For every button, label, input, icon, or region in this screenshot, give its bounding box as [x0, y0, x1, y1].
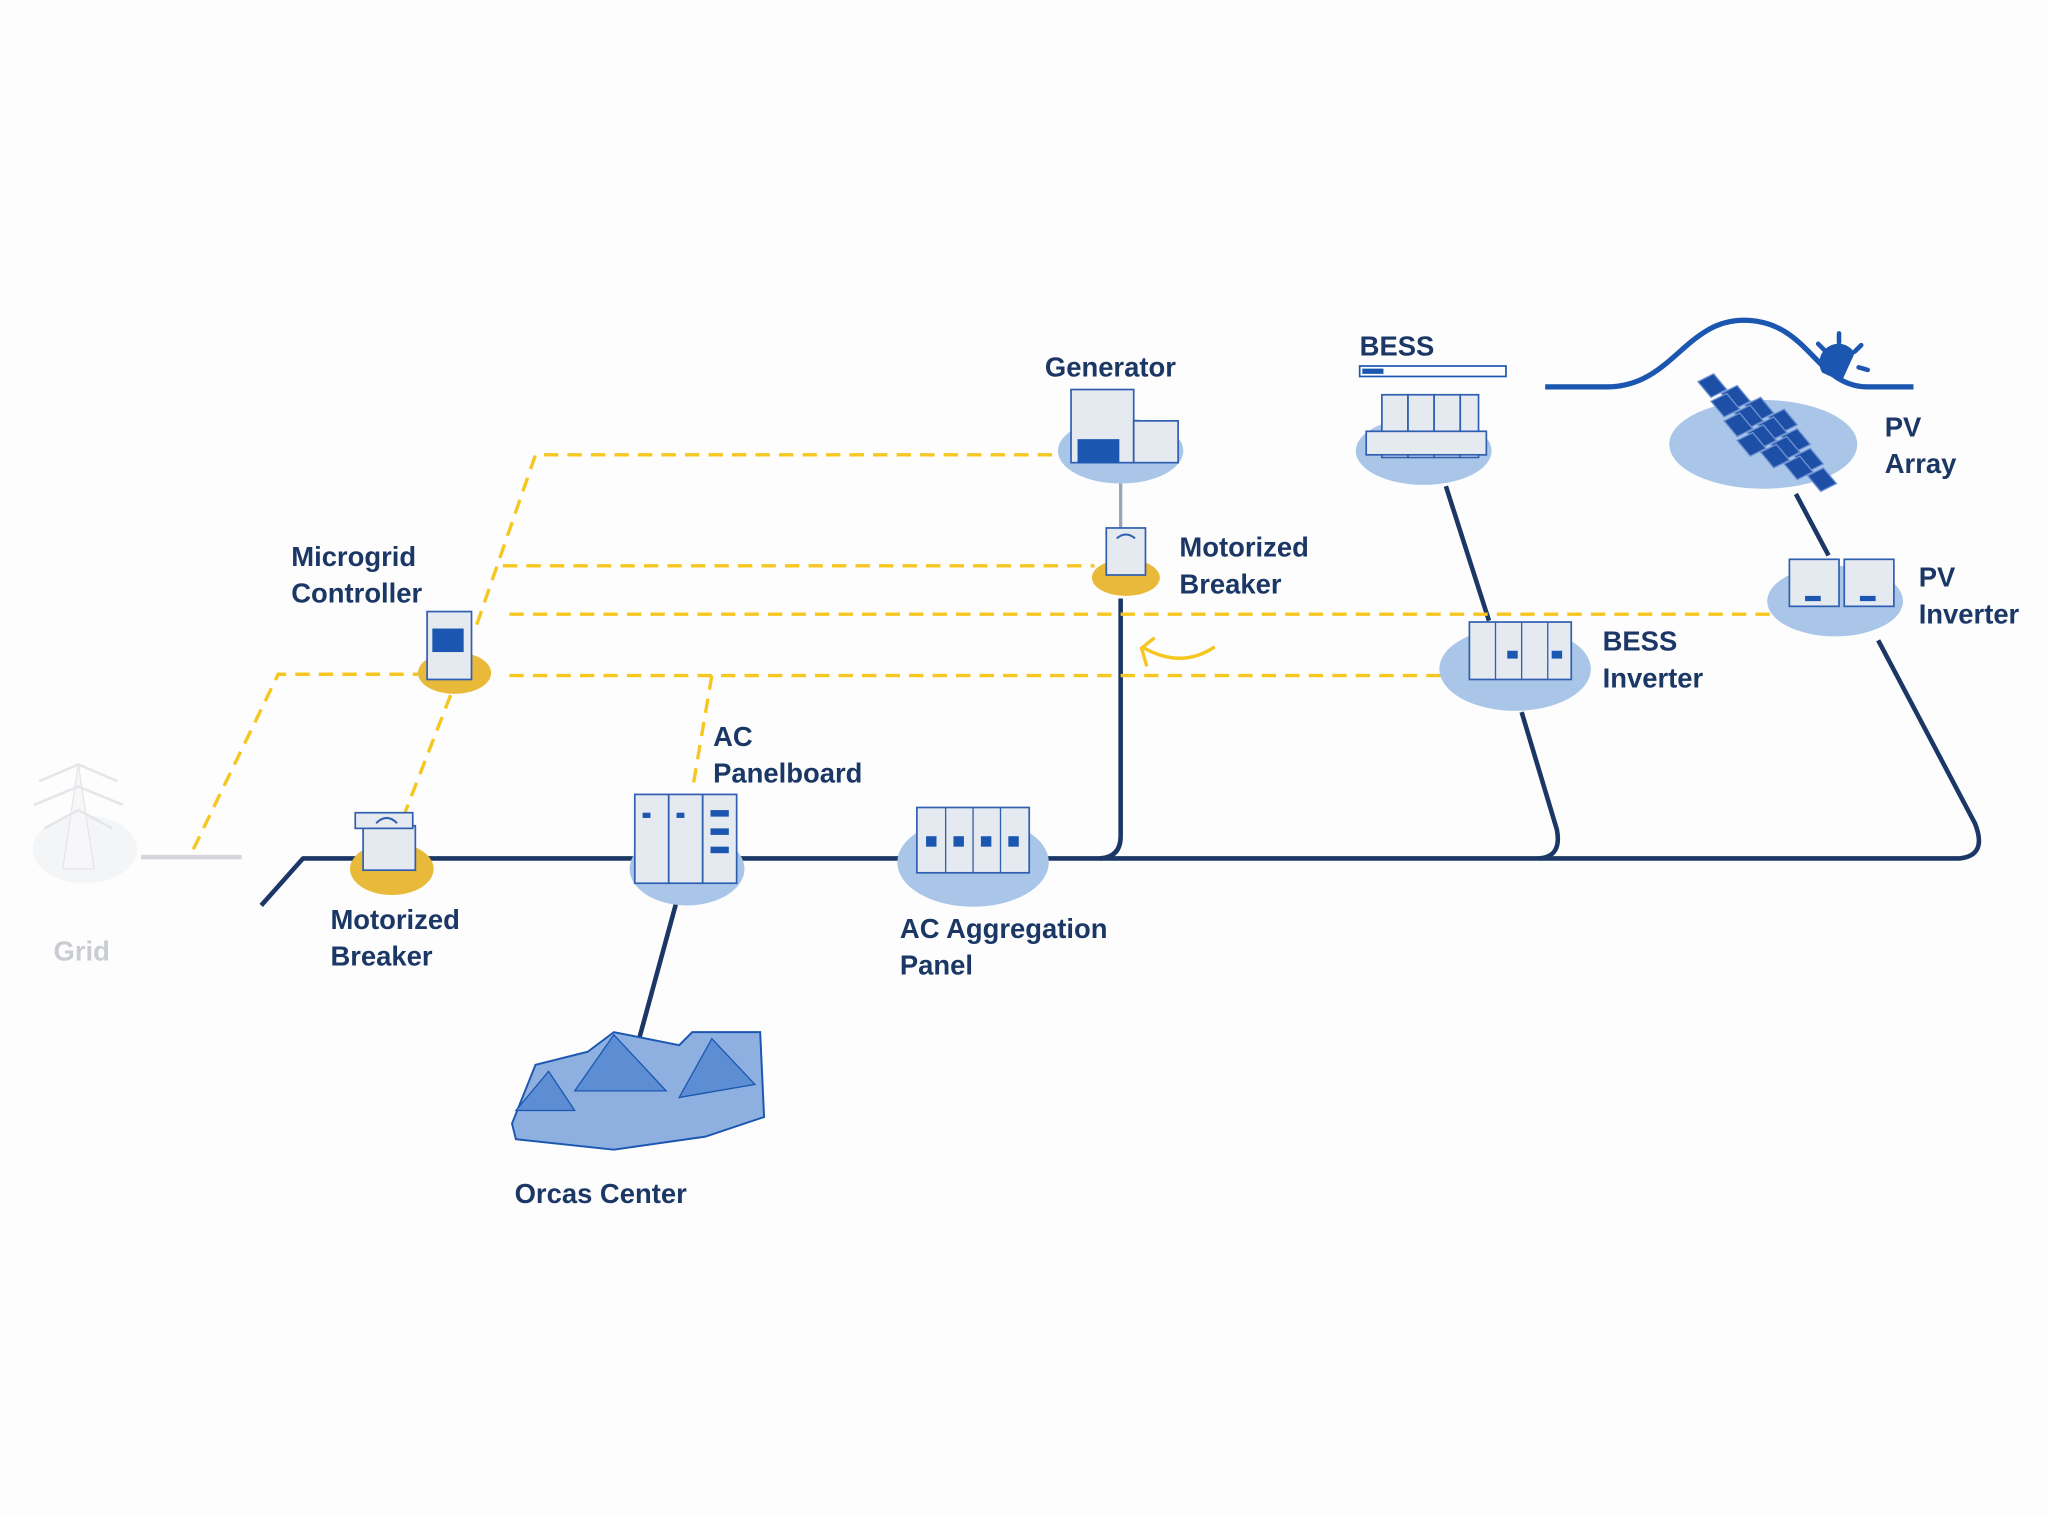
- breaker-cabinet-icon: [350, 811, 434, 895]
- solar-curve-icon: [1545, 317, 1914, 390]
- inverter-icon: [1439, 621, 1591, 711]
- inverter-icon: [1767, 558, 1904, 637]
- control-lines: [191, 453, 1777, 851]
- label-grid: Grid: [54, 935, 110, 966]
- bess-inverter-branch-line: [1519, 711, 1561, 861]
- controller-cabinet-icon: [417, 610, 492, 694]
- bess-to-inverter-line: [1443, 485, 1492, 622]
- main-bus-line: [259, 639, 1982, 907]
- pv-to-inverter-line: [1793, 492, 1831, 557]
- flow-arrow-icon: [1139, 636, 1216, 667]
- sun-icon: [1815, 331, 1871, 382]
- generator-branch-line: [1099, 598, 1123, 861]
- solar-panel-icon: [1669, 373, 1858, 493]
- control-line-panelboard: [690, 675, 714, 791]
- solar-panel-cell: [1736, 431, 1767, 457]
- transmission-tower-icon: [32, 762, 138, 884]
- solar-panel-cell: [1806, 467, 1838, 493]
- label-orcas-center: Orcas Center: [515, 1178, 687, 1209]
- control-line-grid: [191, 672, 418, 851]
- bess-charge-fill: [1362, 368, 1384, 374]
- panelboard-icon: [629, 793, 745, 906]
- building-icon: [510, 1031, 766, 1151]
- breaker-cabinet-icon: [1091, 527, 1160, 596]
- solar-panel-cell: [1723, 412, 1754, 438]
- solar-panel-cell: [1696, 373, 1728, 399]
- aggregation-panel-icon: [897, 806, 1049, 907]
- battery-rack-icon: [1355, 393, 1492, 485]
- control-line-grid-breaker: [403, 694, 453, 814]
- label-generator: Generator: [1045, 351, 1176, 382]
- panelboard-to-building-line: [635, 900, 679, 1046]
- solar-panel-cell: [1759, 443, 1791, 469]
- solar-panel-cell: [1709, 392, 1741, 418]
- solar-panel-cell: [1783, 455, 1814, 481]
- power-lines: [141, 480, 1982, 1046]
- label-bess: BESS: [1360, 331, 1435, 362]
- bess-charge-bar: [1358, 365, 1507, 378]
- generator-icon: [1057, 388, 1184, 484]
- control-line-generator: [475, 453, 1061, 626]
